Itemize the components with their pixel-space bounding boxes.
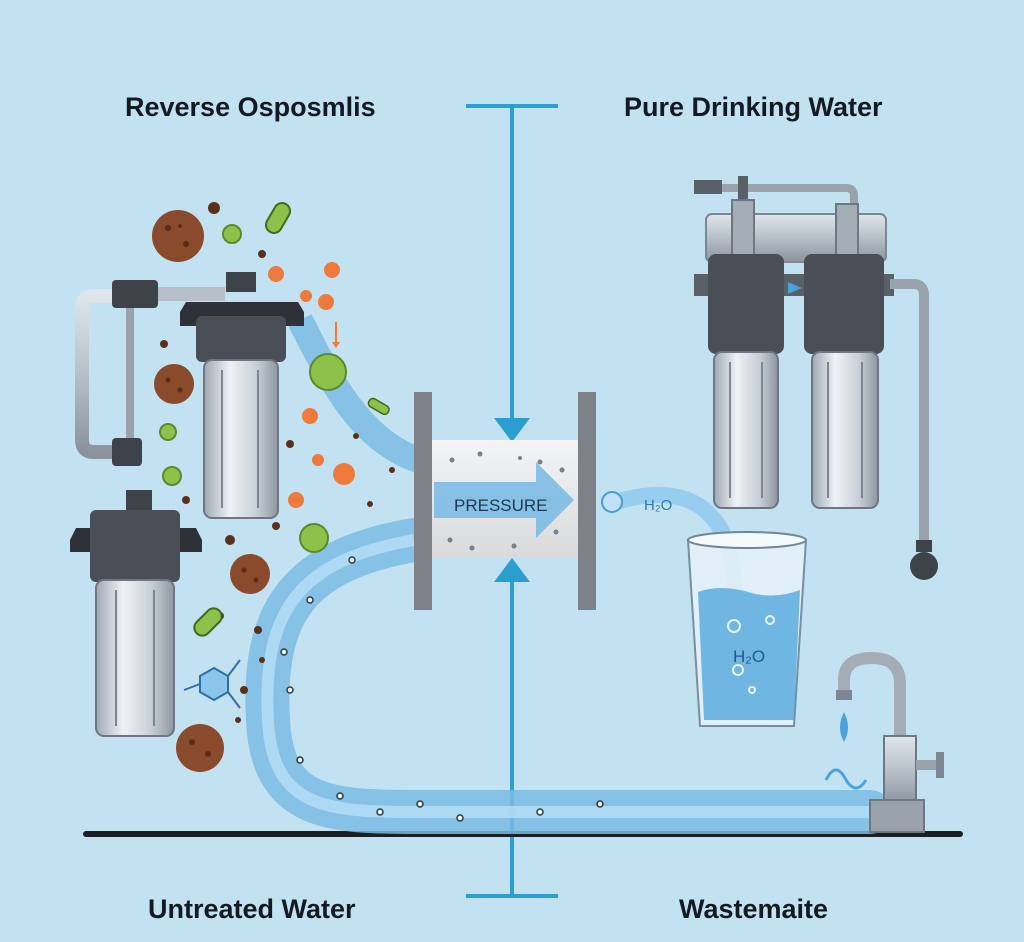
- molecule-icon: [183, 659, 241, 709]
- filter-canister-3: [708, 254, 784, 509]
- pressure-label: PRESSURE: [454, 496, 548, 515]
- stream-h2o-label: H₂O: [644, 497, 672, 514]
- pressure-arrow-up-icon: [494, 558, 530, 582]
- filter-canister-2: [70, 490, 202, 737]
- ro-membrane: [414, 392, 596, 610]
- pressure-arrow-down-icon: [494, 418, 530, 442]
- feed-water-stream: [288, 314, 423, 473]
- glass-h2o-label: H₂O: [733, 647, 765, 666]
- drinking-glass: [686, 531, 808, 727]
- label-untreated-water: Untreated Water: [148, 894, 356, 924]
- title-reverse-osmosis: Reverse Osposmlis: [125, 92, 376, 122]
- contaminant-particles: [152, 202, 395, 772]
- prefilter-system: [70, 272, 304, 737]
- pressure-arrow-icon: [434, 462, 574, 538]
- ro-unit: [694, 176, 938, 580]
- faucet-icon: [824, 651, 944, 833]
- label-wastewater: Wastemaite: [679, 894, 829, 924]
- filter-canister-4: [804, 254, 884, 509]
- bacteria-icon: [193, 202, 390, 637]
- waste-water-stream: [245, 518, 892, 834]
- center-axis: [466, 104, 558, 898]
- title-pure-drinking-water: Pure Drinking Water: [624, 92, 883, 122]
- filter-canister-1: [180, 272, 304, 519]
